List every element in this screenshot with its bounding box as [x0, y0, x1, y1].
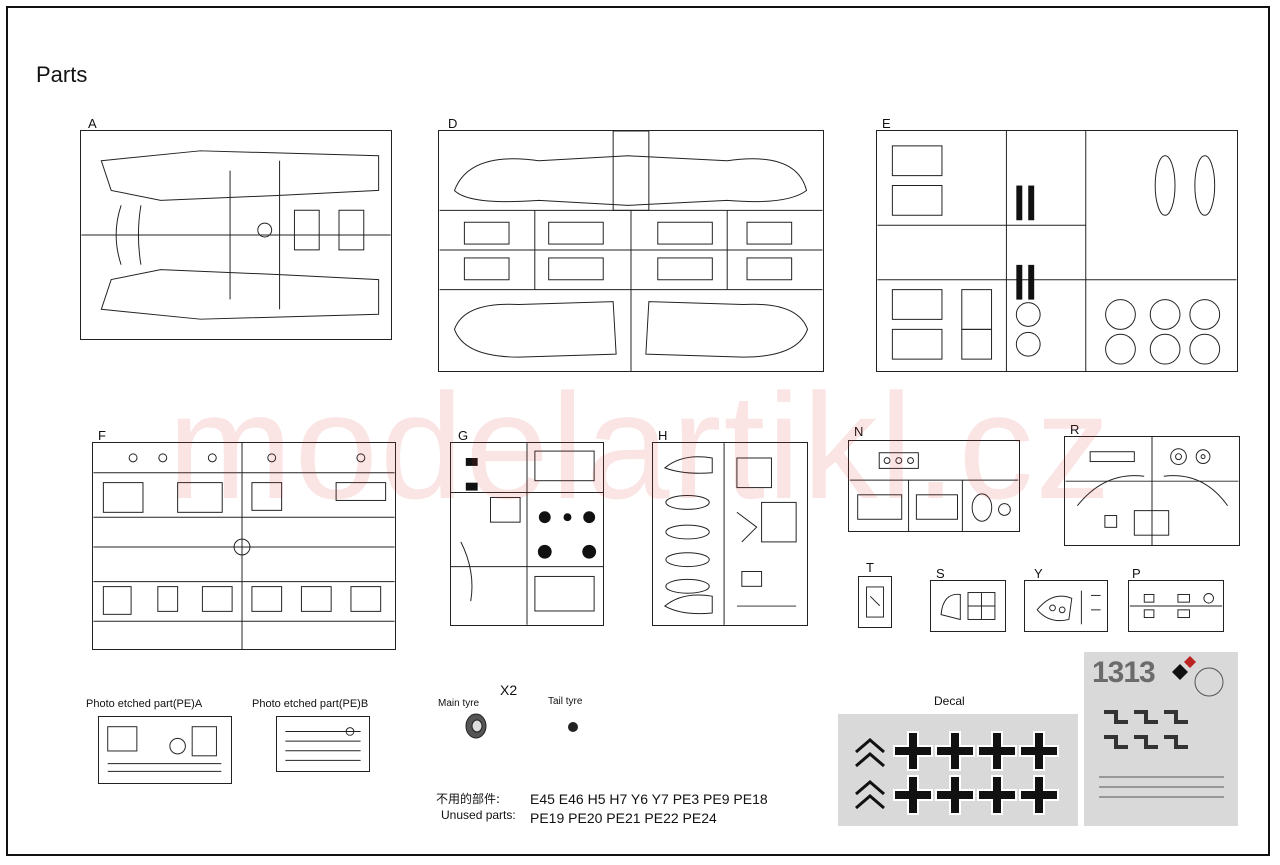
unused-parts-label-cn: 不用的部件:: [436, 792, 501, 806]
sprue-n-label: N: [854, 424, 864, 439]
main-tyre-label: Main tyre: [438, 698, 480, 709]
decal-number-1313: 1313: [1092, 656, 1156, 689]
sprue-d-drawing: [439, 131, 823, 371]
sprue-n: [848, 440, 1020, 532]
pe-b-label: Photo etched part(PE)B: [252, 698, 369, 710]
sprue-s-label: S: [936, 566, 945, 581]
sprue-t-label: T: [866, 560, 874, 575]
sprue-e-label: E: [882, 116, 891, 131]
sprue-g-label: G: [458, 428, 469, 443]
sprue-h-label: H: [658, 428, 668, 443]
sprue-s: [930, 580, 1006, 632]
page-frame: [6, 6, 1270, 856]
tail-tyre-icon: [568, 722, 578, 732]
decal-sheet-1-drawing: [855, 731, 1059, 815]
pe-fret-b: [276, 716, 370, 772]
sprue-g: [450, 442, 604, 626]
sprue-f-label: F: [98, 428, 106, 443]
sprue-h: [652, 442, 808, 626]
sprue-r-label: R: [1070, 422, 1080, 437]
sprue-s-drawing: [940, 592, 996, 621]
pe-a-label: Photo etched part(PE)A: [86, 698, 203, 710]
decal-sheet-2: 1313: [1084, 652, 1238, 826]
sprue-t-drawing: [866, 586, 884, 618]
sprue-t: [858, 576, 892, 628]
pe-fret-a: [98, 716, 232, 784]
pe-fret-b-drawing: [285, 727, 361, 761]
sprue-r: [1064, 436, 1240, 546]
sprue-f-drawing: [93, 443, 395, 649]
sprue-d-label: D: [448, 116, 458, 131]
sprue-h-drawing: [663, 443, 797, 625]
sprue-p: [1128, 580, 1224, 632]
unused-parts-list: E45 E46 H5 H7 Y6 Y7 PE3 PE9 PE18 PE19 PE…: [530, 790, 768, 828]
sprue-y-label: Y: [1034, 566, 1043, 581]
decal-sheet-2-drawing: [1099, 656, 1224, 798]
sprue-e-drawing: [877, 131, 1237, 371]
sprue-e: [876, 130, 1238, 372]
sprue-g-drawing: [451, 443, 603, 625]
sprue-r-drawing: [1065, 437, 1239, 545]
sprue-a-label: A: [88, 116, 97, 131]
unused-parts-label-en: Unused parts:: [441, 808, 516, 822]
decal-label: Decal: [934, 694, 965, 708]
page-title: Parts: [36, 62, 88, 87]
unused-parts-line-1: E45 E46 H5 H7 Y6 Y7 PE3 PE9 PE18: [530, 791, 768, 807]
sprue-a: [80, 130, 392, 340]
sprue-a-drawing: [81, 150, 391, 320]
pe-fret-a-drawing: [107, 726, 222, 772]
decal-sheet-1: [838, 714, 1078, 826]
main-tyre-multiplier: X2: [500, 682, 518, 698]
unused-parts-line-2: PE19 PE20 PE21 PE22 PE24: [530, 810, 717, 826]
sprue-p-label: P: [1132, 566, 1141, 581]
sprue-y: [1024, 580, 1108, 632]
sprue-f: [92, 442, 396, 650]
sprue-p-drawing: [1129, 593, 1223, 619]
main-tyre-icon: [465, 713, 487, 739]
tail-tyre-label: Tail tyre: [548, 696, 583, 707]
sprue-y-drawing: [1036, 590, 1101, 625]
sprue-n-drawing: [849, 452, 1019, 531]
sprue-d: [438, 130, 824, 372]
